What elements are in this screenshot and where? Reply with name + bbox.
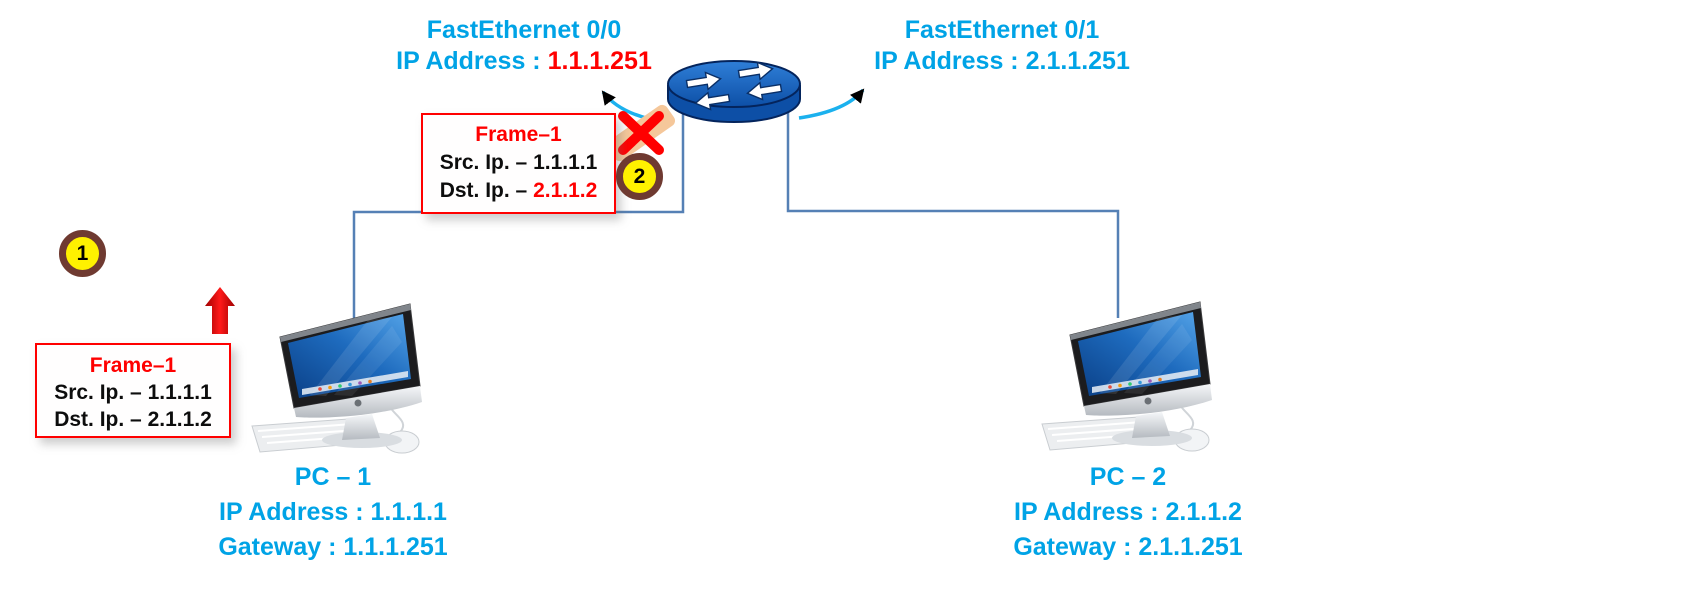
pc1-ip-line: IP Address : 1.1.1.1 [219, 498, 447, 526]
up-arrow-icon [205, 287, 235, 334]
connection-line-router-pc2 [786, 112, 1120, 318]
frame-title: Frame–1 [89, 354, 177, 377]
pc2-label: PC – 2 IP Address : 2.1.1.2 Gateway : 2.… [953, 460, 1303, 565]
fa00-name: FastEthernet 0/0 [426, 16, 622, 44]
frame1-box-at-router: Frame–1 Src. Ip. – 1.1.1.1 Dst. Ip. – 2.… [421, 113, 616, 214]
frame1-box-at-pc1: Frame–1 Src. Ip. – 1.1.1.1 Dst. Ip. – 2.… [35, 343, 231, 438]
pc2-gateway-line: Gateway : 2.1.1.251 [1013, 533, 1243, 561]
pc2-ip-line: IP Address : 2.1.1.2 [1014, 498, 1242, 526]
curved-arrow-fa01-icon [798, 88, 865, 120]
x-mark-icon [606, 104, 676, 162]
frame-src-line: Src. Ip. – 1.1.1.1 [439, 151, 598, 174]
fa00-ip-value: 1.1.1.251 [547, 47, 652, 75]
fa01-ip-line: IP Address : 2.1.1.251 [874, 47, 1130, 75]
fa00-label: FastEthernet 0/0 IP Address : 1.1.1.251 [344, 15, 704, 77]
frame-dst-value: 2.1.1.2 [533, 179, 598, 202]
frame-dst-line: Dst. Ip. – 2.1.1.2 [439, 179, 598, 202]
frame-title: Frame–1 [475, 123, 562, 146]
step-badge-2: 2 [616, 153, 663, 200]
fa01-name: FastEthernet 0/1 [904, 16, 1100, 44]
frame-dst-line: Dst. Ip. – 2.1.1.2 [54, 408, 212, 431]
pc2-name: PC – 2 [1089, 463, 1167, 491]
pc1-gateway-line: Gateway : 1.1.1.251 [218, 533, 448, 561]
fa01-label: FastEthernet 0/1 IP Address : 2.1.1.251 [822, 15, 1182, 77]
pc1-name: PC – 1 [294, 463, 372, 491]
frame-src-line: Src. Ip. – 1.1.1.1 [54, 381, 212, 404]
step-badge-1: 1 [59, 230, 106, 277]
fa01-ip-value: 2.1.1.251 [1025, 47, 1130, 75]
pc1-label: PC – 1 IP Address : 1.1.1.1 Gateway : 1.… [158, 460, 508, 565]
pc1-computer-icon [250, 290, 440, 455]
router-icon [667, 60, 801, 123]
pc2-computer-icon [1040, 288, 1230, 453]
fa00-ip-line: IP Address : 1.1.1.251 [396, 47, 652, 75]
